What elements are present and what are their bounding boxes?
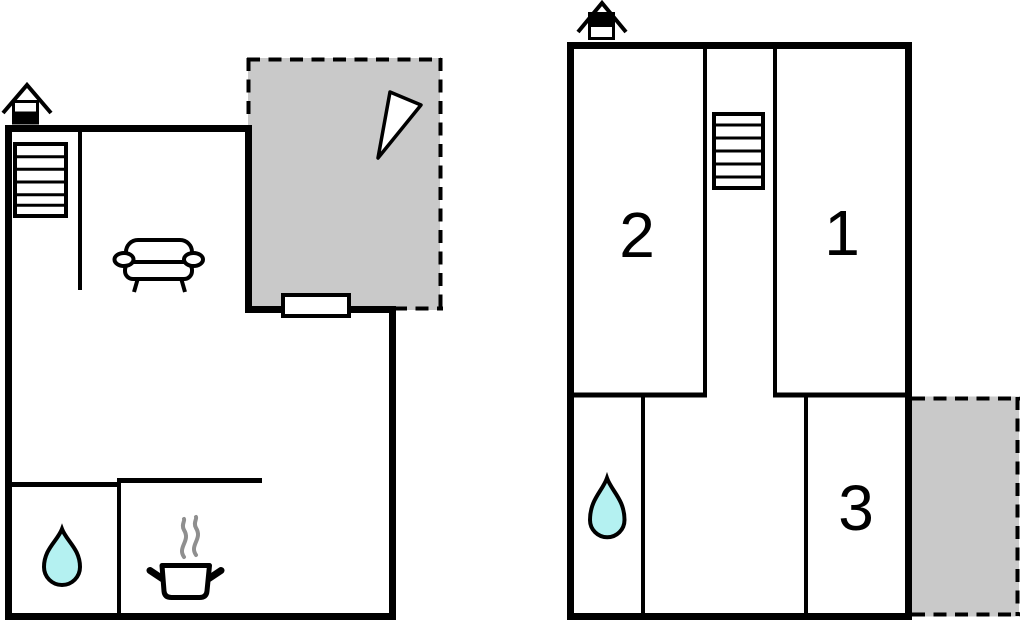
chimney-icon xyxy=(1,81,53,125)
terrace-fill xyxy=(248,58,440,310)
ground-floor-partitions xyxy=(10,132,262,616)
north-arrow-icon xyxy=(376,90,423,160)
pot-handle-left xyxy=(146,567,166,582)
room-3-label: 3 xyxy=(838,472,874,544)
balcony-area xyxy=(908,396,1020,617)
balcony-fill xyxy=(908,396,1019,617)
first-floor-walls xyxy=(567,42,912,620)
chimney-icon xyxy=(576,0,628,40)
sofa-icon xyxy=(112,238,205,293)
ground-floor-walls xyxy=(5,125,396,620)
room-2-label: 2 xyxy=(619,199,655,271)
terrace-door xyxy=(281,293,351,318)
stairs-icon xyxy=(13,142,68,218)
cooking-pot-icon xyxy=(146,515,225,600)
first-floor-partitions xyxy=(574,49,905,613)
pot-handle-right xyxy=(205,567,225,582)
terrace-area xyxy=(246,57,443,311)
water-drop-icon xyxy=(587,471,627,540)
steam-icon xyxy=(192,515,200,557)
pot-body xyxy=(159,563,212,600)
steam-icon xyxy=(180,517,188,559)
ground-floor-plan xyxy=(1,57,443,620)
room-1-label: 1 xyxy=(824,197,860,269)
stairs-icon xyxy=(712,112,765,190)
water-drop-icon xyxy=(41,523,83,587)
first-floor-plan: 2 1 3 xyxy=(567,0,1020,620)
